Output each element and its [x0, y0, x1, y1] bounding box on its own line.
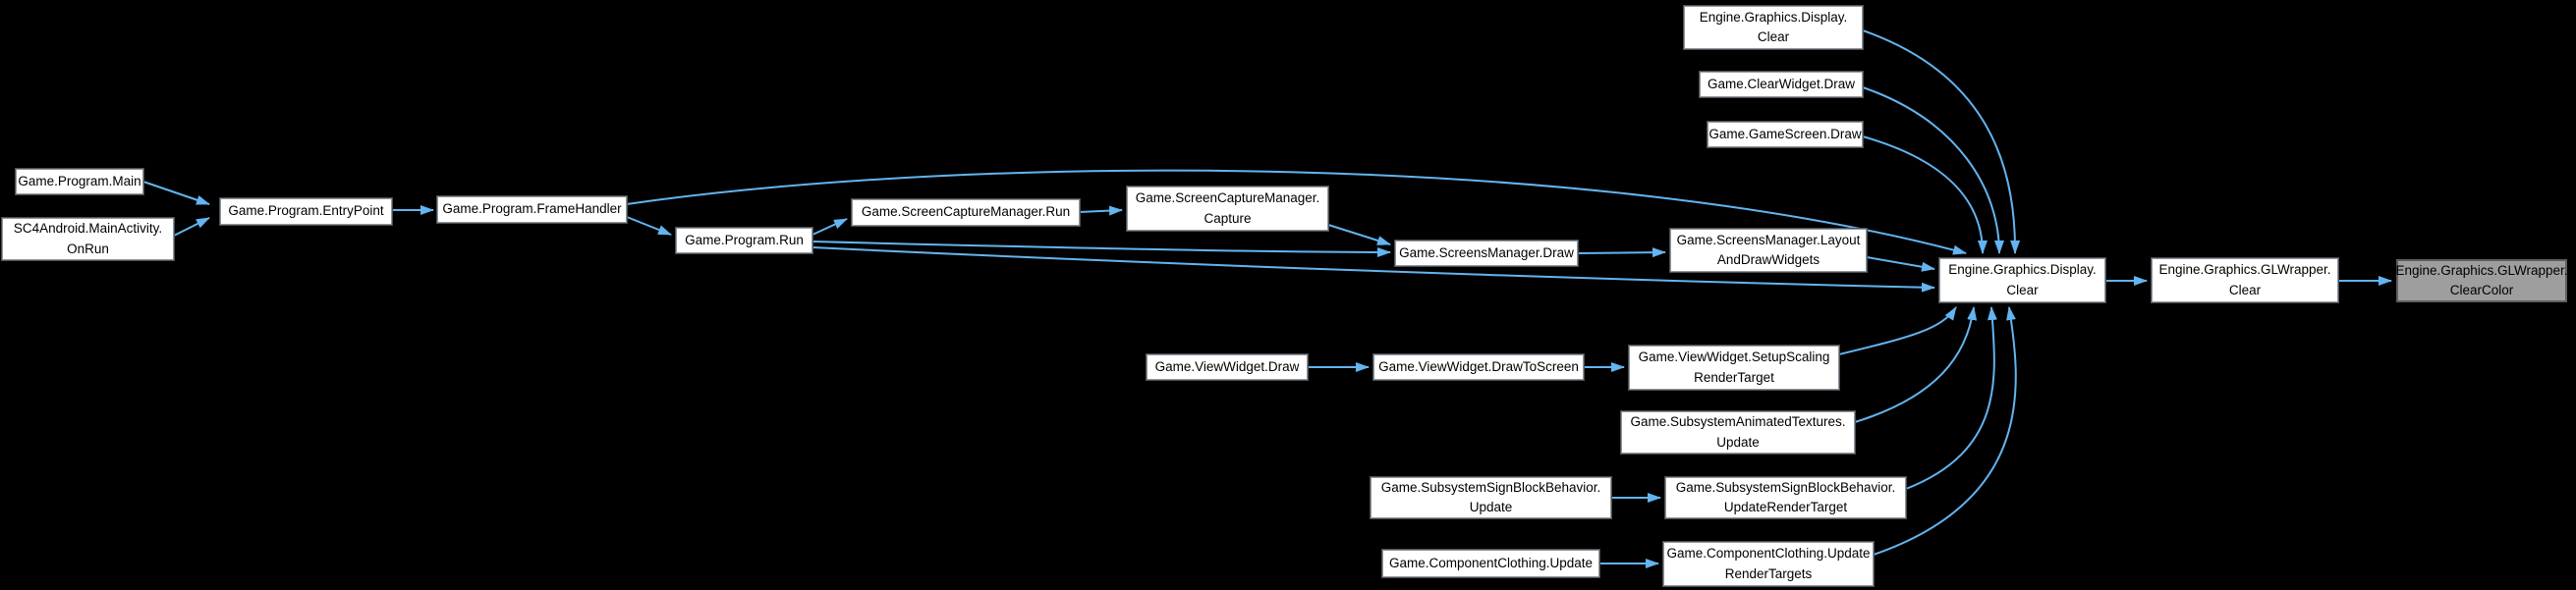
node-label-line: AndDrawWidgets [1716, 252, 1820, 267]
edge-run-to-scmrun [812, 218, 848, 236]
edge-framehandler-to-run [626, 216, 672, 236]
edge-main-to-entrypoint [142, 181, 210, 205]
node-signupdate[interactable]: Game.SubsystemSignBlockBehavior. Update [1371, 477, 1611, 518]
edge-signrt-to-displayclear [1905, 306, 1997, 490]
edge-framehandler-to-displayclear [626, 169, 1967, 255]
node-label-line: Game.ScreensManager.Layout [1676, 232, 1861, 247]
edge-clothingrt-to-displayclear [1873, 306, 2017, 556]
node-label-line: Game.Program.EntryPoint [228, 203, 384, 219]
node-clearwidget[interactable]: Game.ClearWidget.Draw [1700, 72, 1863, 97]
node-label-line: Game.ViewWidget.SetupScaling [1638, 349, 1830, 365]
edge-gamescreen-to-displayclear [1862, 135, 1988, 254]
node-label-line: Clear [2228, 282, 2262, 297]
node-vwdraw[interactable]: Game.ViewWidget.Draw [1147, 354, 1308, 380]
node-label-line: Game.ViewWidget.Draw [1154, 358, 1300, 374]
node-vwdts[interactable]: Game.ViewWidget.DrawToScreen [1373, 354, 1584, 380]
node-label-line: Game.GameScreen.Draw [1708, 126, 1862, 141]
node-label-line: Game.SubsystemSignBlockBehavior. [1380, 479, 1601, 495]
edge-scmrun-to-capture [1079, 205, 1123, 216]
edge-run-to-screensdraw [812, 241, 1391, 257]
node-gamescreen[interactable]: Game.GameScreen.Draw [1708, 122, 1863, 147]
node-topclear[interactable]: Engine.Graphics.Display. Clear [1684, 6, 1863, 49]
node-glclear[interactable]: Engine.Graphics.GLWrapper. Clear [2152, 258, 2338, 302]
node-label-line: Game.ScreensManager.Draw [1399, 244, 1574, 260]
node-onrun[interactable]: SC4Android.MainActivity. OnRun [2, 218, 174, 260]
node-label-line: Game.ScreenCaptureManager. [1135, 190, 1320, 206]
node-label-line: Update [1716, 434, 1760, 450]
node-label-line: ClearColor [2449, 283, 2514, 297]
node-label-line: RenderTarget [1694, 369, 1774, 385]
node-label-line: Game.SubsystemAnimatedTextures. [1630, 414, 1846, 430]
node-label-line: SC4Android.MainActivity. [13, 221, 163, 237]
node-screensdraw[interactable]: Game.ScreensManager.Draw [1395, 241, 1578, 266]
node-clearcolor: Engine.Graphics.GLWrapper. ClearColor [2395, 259, 2568, 302]
edge-vwsetup-to-displayclear [1838, 306, 1957, 355]
node-animtex[interactable]: Game.SubsystemAnimatedTextures. Update [1621, 411, 1855, 454]
edge-run-to-displayclear [812, 246, 1935, 293]
node-label-line: Engine.Graphics.Display. [1948, 262, 2097, 278]
edge-clearwidget-to-displayclear [1862, 86, 2004, 254]
node-label-line: Clear [2006, 282, 2039, 297]
node-scmrun[interactable]: Game.ScreenCaptureManager.Run [852, 199, 1080, 226]
edge-screensdraw-to-layoutdraw [1577, 247, 1666, 258]
node-label-line: Game.ClearWidget.Draw [1707, 76, 1856, 91]
node-label-line: Engine.Graphics.GLWrapper. [2395, 262, 2568, 278]
node-label-line: Engine.Graphics.Display. [1699, 9, 1848, 25]
node-label-line: Game.ViewWidget.DrawToScreen [1378, 358, 1579, 374]
node-label-line: Game.Program.Run [685, 232, 804, 247]
node-run[interactable]: Game.Program.Run [676, 228, 812, 253]
node-signrt[interactable]: Game.SubsystemSignBlockBehavior. UpdateRe… [1665, 477, 1906, 518]
node-label-line: Game.Program.FrameHandler [442, 201, 622, 217]
node-clothing[interactable]: Game.ComponentClothing.Update [1382, 550, 1599, 577]
node-label-line: OnRun [67, 241, 109, 256]
node-label-line: RenderTargets [1724, 565, 1813, 581]
node-label-line: Game.ComponentClothing.Update [1666, 546, 1871, 562]
node-label-line: Clear [1757, 29, 1790, 44]
edge-animtex-to-displayclear [1854, 306, 1978, 423]
edge-capture-to-screensdraw [1327, 224, 1391, 245]
node-label-line: Capture [1204, 210, 1252, 226]
node-label-line: Game.ScreenCaptureManager.Run [861, 204, 1071, 220]
node-label-line: Game.SubsystemSignBlockBehavior. [1675, 479, 1896, 495]
node-label-line: UpdateRenderTarget [1723, 500, 1848, 514]
node-displayclear[interactable]: Engine.Graphics.Display. Clear [1939, 258, 2105, 302]
node-capture[interactable]: Game.ScreenCaptureManager. Capture [1127, 187, 1328, 231]
edge-topclear-to-displayclear [1862, 29, 2021, 254]
node-label-line: Update [1469, 500, 1513, 514]
node-main[interactable]: Game.Program.Main [16, 169, 143, 194]
node-framehandler[interactable]: Game.Program.FrameHandler [437, 196, 627, 223]
node-label-line: Game.ComponentClothing.Update [1388, 555, 1594, 570]
edge-layoutdraw-to-displayclear [1866, 256, 1935, 272]
node-label-line: Game.Program.Main [18, 173, 141, 188]
node-label-line: Engine.Graphics.GLWrapper. [2158, 262, 2331, 278]
node-entrypoint[interactable]: Game.Program.EntryPoint [220, 198, 392, 225]
edge-onrun-to-entrypoint [173, 217, 210, 237]
